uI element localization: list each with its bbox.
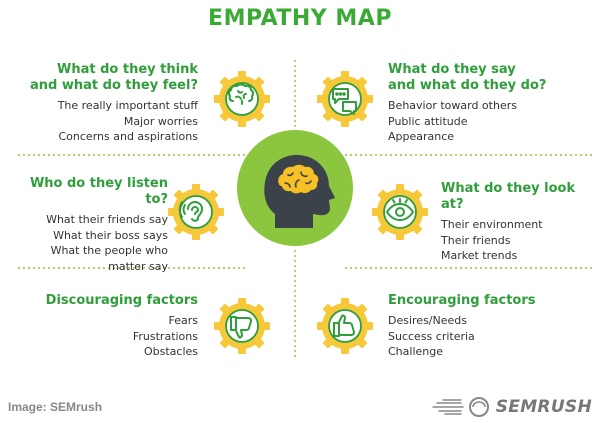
brain-icon [278,164,319,194]
say-do-section: What do they say and what do they do? Be… [388,62,588,145]
list-item: Their friends [441,233,511,247]
list-item: Behavior toward others [388,99,517,112]
list-item: Fears [168,314,199,327]
image-credit-caption: Image: SEMrush [8,400,103,414]
encouraging-section: Encouraging factors Desires/Needs Succes… [388,293,588,360]
list-item: matter say [108,259,168,273]
encouraging-heading: Encouraging factors [388,293,536,308]
list-item: Challenge [388,345,443,358]
thumbs-down-gear-icon [213,297,271,355]
eye-gear-icon [371,183,429,241]
think-feel-section: What do they think and what do they feel… [20,62,198,145]
speech-gear-icon [316,70,374,128]
list-item: Success criteria [388,329,475,343]
look-heading: What do they look at? [441,181,576,212]
center-head-circle [235,128,355,248]
list-item: Obstacles [143,345,198,358]
say-do-heading: What do they say and what do they do? [388,62,547,93]
brand-name: SEMRUSH [495,397,592,417]
list-item: Major worries [123,114,198,128]
ear-gear-icon [167,183,225,241]
list-item: What their boss says [53,228,168,242]
list-item: What the people who [50,244,168,257]
fireball-icon [432,397,489,417]
list-item: Public attitude [388,114,468,128]
discouraging-section: Discouraging factors Fears Frustrations … [20,293,198,360]
brain-gear-icon [213,70,271,128]
list-item: What their friends say [46,213,168,226]
list-item: Appearance [388,130,455,143]
page-title: EMPATHY MAP [208,6,392,31]
list-item: The really important stuff [57,99,198,112]
think-feel-heading: What do they think and what do they feel… [30,62,198,93]
semrush-logo: SEMRUSH [431,396,592,418]
list-item: Market trends [441,249,518,262]
list-item: Concerns and aspirations [58,130,199,143]
list-item: Frustrations [132,329,198,343]
list-item: Their environment [441,218,543,231]
listen-heading: Who do they listen to? [29,176,168,207]
thumbs-up-gear-icon [316,297,374,355]
listen-section: Who do they listen to? What their friend… [10,176,168,274]
list-item: Desires/Needs [388,314,467,327]
discouraging-heading: Discouraging factors [45,293,198,308]
look-section: What do they look at? Their environment … [441,181,596,264]
